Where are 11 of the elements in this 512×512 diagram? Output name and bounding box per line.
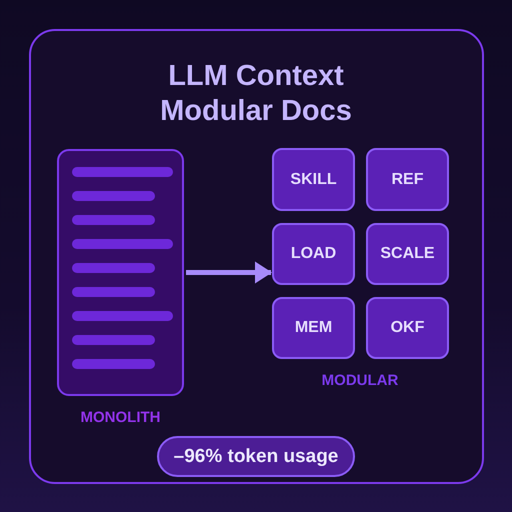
module-tile: SCALE	[366, 223, 449, 285]
module-tile: OKF	[366, 297, 449, 359]
module-tile: REF	[366, 148, 449, 211]
module-tile: SKILL	[272, 148, 355, 211]
module-tile: MEM	[272, 297, 355, 359]
group-label: MODULAR	[320, 372, 400, 390]
metric-pill: –96% token usage	[157, 436, 355, 477]
panel-caption: MONOLITH	[80, 409, 162, 427]
diagram-title: LLM Context Modular Docs	[159, 59, 353, 129]
module-tile: LOAD	[272, 223, 355, 285]
arrow	[186, 262, 272, 284]
